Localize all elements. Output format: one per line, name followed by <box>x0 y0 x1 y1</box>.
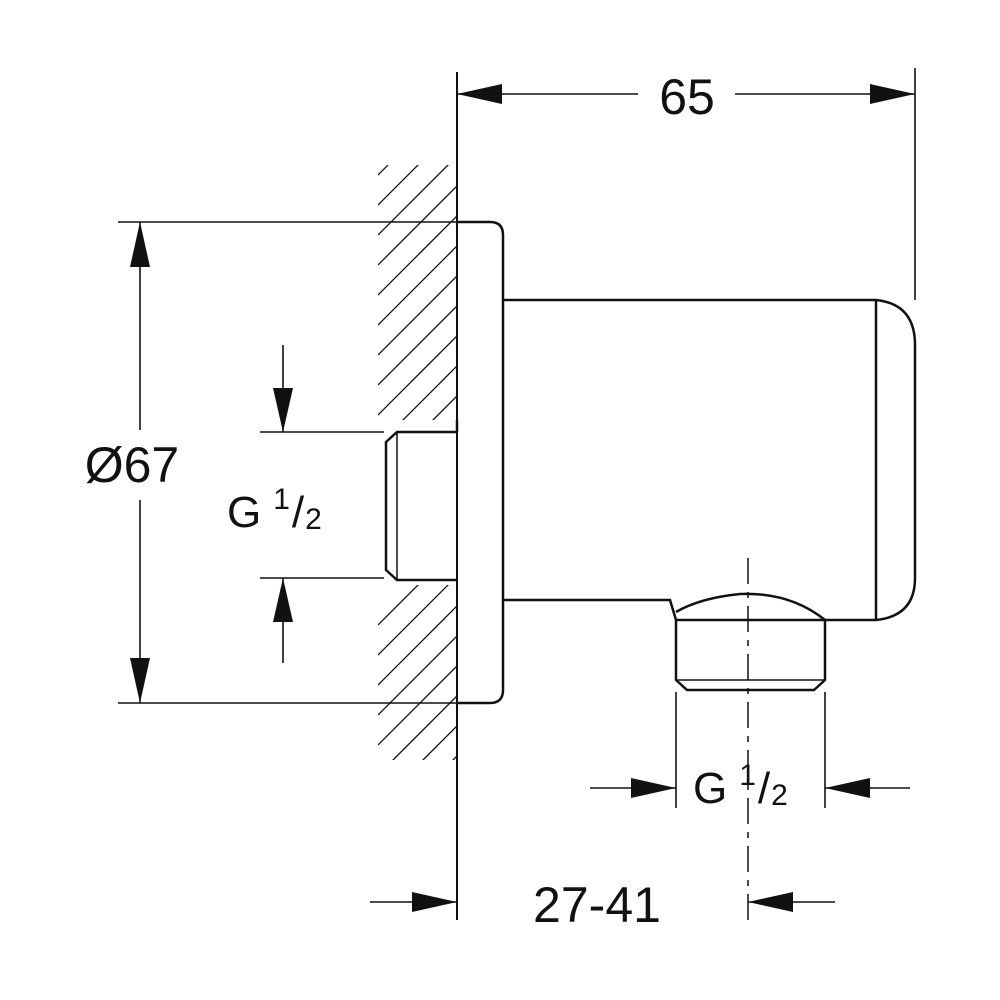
dimension-outlet-thread <box>590 692 910 808</box>
wall-projection-label: 27-41 <box>533 877 661 933</box>
dimension-diameter <box>118 221 456 704</box>
overall-length-label: 65 <box>659 69 715 125</box>
diameter-label: Ø67 <box>85 437 180 493</box>
wall-hatching-top <box>378 165 458 420</box>
wall-hatching-bottom <box>378 585 458 760</box>
wall-outlet-elbow <box>384 220 917 705</box>
outlet-body <box>503 298 917 622</box>
outlet-thread-slash: / <box>758 764 771 813</box>
rosette-flange <box>457 220 505 705</box>
outlet-transition <box>503 592 826 621</box>
wall-section <box>378 72 458 920</box>
dimension-overall-length <box>457 68 916 300</box>
outlet-thread-letter: G <box>693 764 727 813</box>
wall-thread-numerator: 1 <box>273 483 290 516</box>
outlet-thread-numerator: 1 <box>739 759 756 792</box>
outlet-thread-denominator: 2 <box>771 779 788 812</box>
dimension-wall-thread <box>260 345 384 663</box>
wall-thread-letter: G <box>227 488 261 537</box>
wall-thread-slash: / <box>292 488 305 537</box>
wall-thread <box>384 430 457 582</box>
wall-thread-denominator: 2 <box>305 503 322 536</box>
dimension-wall-projection <box>370 892 835 912</box>
